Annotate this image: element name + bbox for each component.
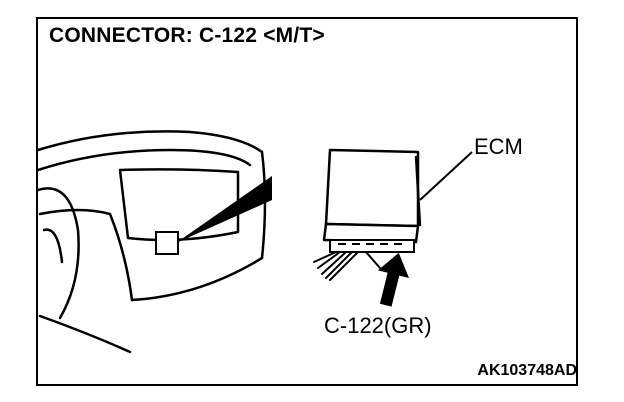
connector-arrow — [377, 252, 409, 307]
ecm-side-shading — [414, 155, 422, 227]
ecm-leader-line — [419, 151, 473, 201]
dashboard-top-edge — [36, 130, 264, 154]
ecm-label: ECM — [474, 134, 523, 159]
floor-line — [38, 314, 132, 354]
connector-housing — [329, 239, 415, 253]
dashboard-right-edge — [260, 150, 267, 260]
ecm-connector — [329, 239, 415, 253]
ecm-unit — [322, 148, 422, 244]
figure-code: AK103748AD — [477, 362, 577, 379]
dashboard-upper-contour — [36, 148, 252, 172]
dashboard-illustration — [36, 130, 267, 354]
diagram-title: CONNECTOR: C-122 <M/T> — [49, 24, 325, 47]
ecm-body — [324, 148, 420, 228]
diagram-frame — [36, 17, 578, 386]
steering-wheel-arc — [36, 187, 80, 320]
glovebox-outline — [118, 168, 240, 242]
ecm-base — [322, 222, 420, 244]
wire-harness — [313, 251, 381, 281]
dashboard-connector-marker — [155, 231, 179, 255]
dashboard-lower-contour — [38, 208, 134, 302]
dashboard-bottom-edge — [130, 256, 264, 302]
connector-label: C-122(GR) — [324, 313, 432, 338]
leader-wedge — [176, 176, 272, 243]
steering-wheel-inner — [42, 228, 64, 264]
